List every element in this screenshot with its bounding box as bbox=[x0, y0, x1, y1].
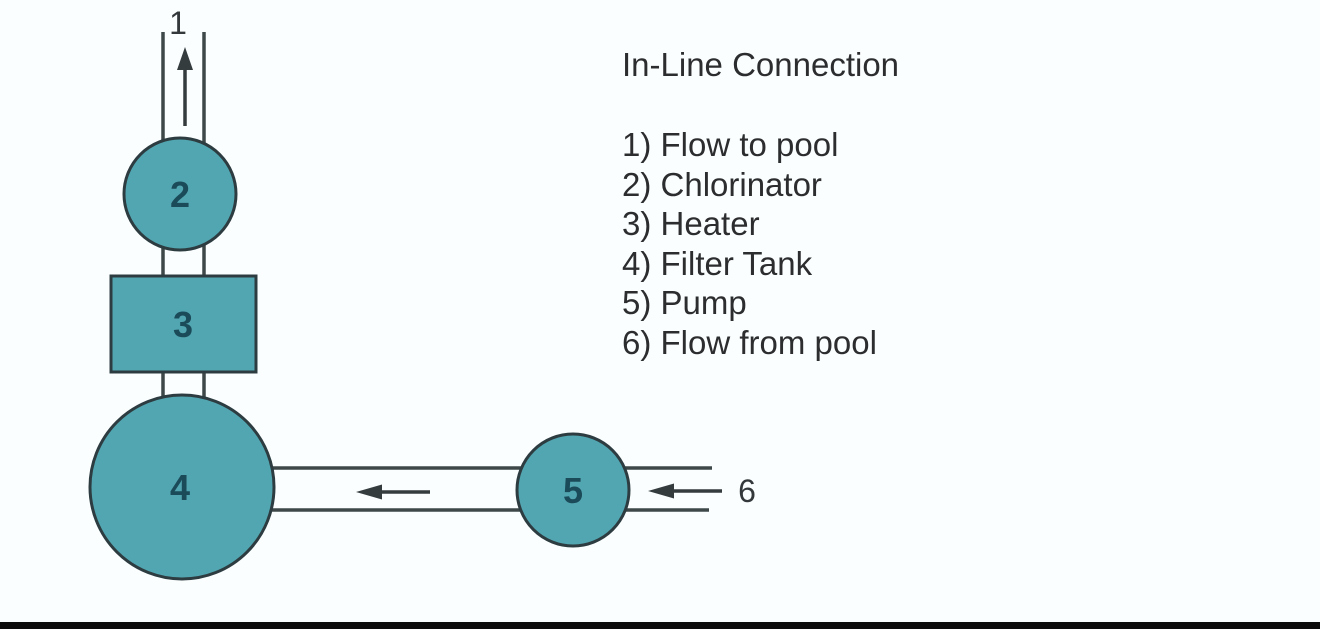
flow-to-pool-digit: 1 bbox=[169, 5, 187, 41]
heater-digit: 3 bbox=[173, 304, 193, 345]
legend-item-chlorinator: 2) Chlorinator bbox=[622, 165, 822, 203]
flow-arrow-left-main-head bbox=[356, 484, 382, 500]
flow-arrow-up bbox=[177, 47, 193, 126]
flow-arrow-left-main bbox=[356, 484, 430, 500]
legend-item-pump: 5) Pump bbox=[622, 284, 747, 321]
legend-item-heater: 3) Heater bbox=[622, 205, 760, 242]
filter-tank-node bbox=[88, 393, 276, 581]
diagram-title: In-Line Connection bbox=[622, 46, 900, 83]
chlorinator-digit: 2 bbox=[170, 174, 190, 215]
flow-from-pool-digit: 6 bbox=[738, 473, 756, 509]
legend: 1) Flow to pool 2) Chlorinator 3) Heater… bbox=[622, 125, 877, 362]
pump-digit: 5 bbox=[563, 470, 583, 511]
legend-item-flow-to-pool: 1) Flow to pool bbox=[622, 126, 839, 163]
pump-node bbox=[515, 432, 631, 548]
flow-arrow-left-inlet bbox=[648, 483, 722, 499]
bottom-border bbox=[0, 622, 1320, 629]
flow-arrow-left-inlet-head bbox=[648, 483, 674, 499]
legend-item-flow-from-pool: 6) Flow from pool bbox=[622, 323, 877, 361]
filter-tank-digit: 4 bbox=[170, 467, 190, 508]
heater-node bbox=[109, 274, 258, 374]
legend-item-filter-tank: 4) Filter Tank bbox=[622, 244, 813, 282]
flow-arrow-up-head bbox=[177, 47, 193, 70]
chlorinator-node bbox=[122, 136, 238, 252]
